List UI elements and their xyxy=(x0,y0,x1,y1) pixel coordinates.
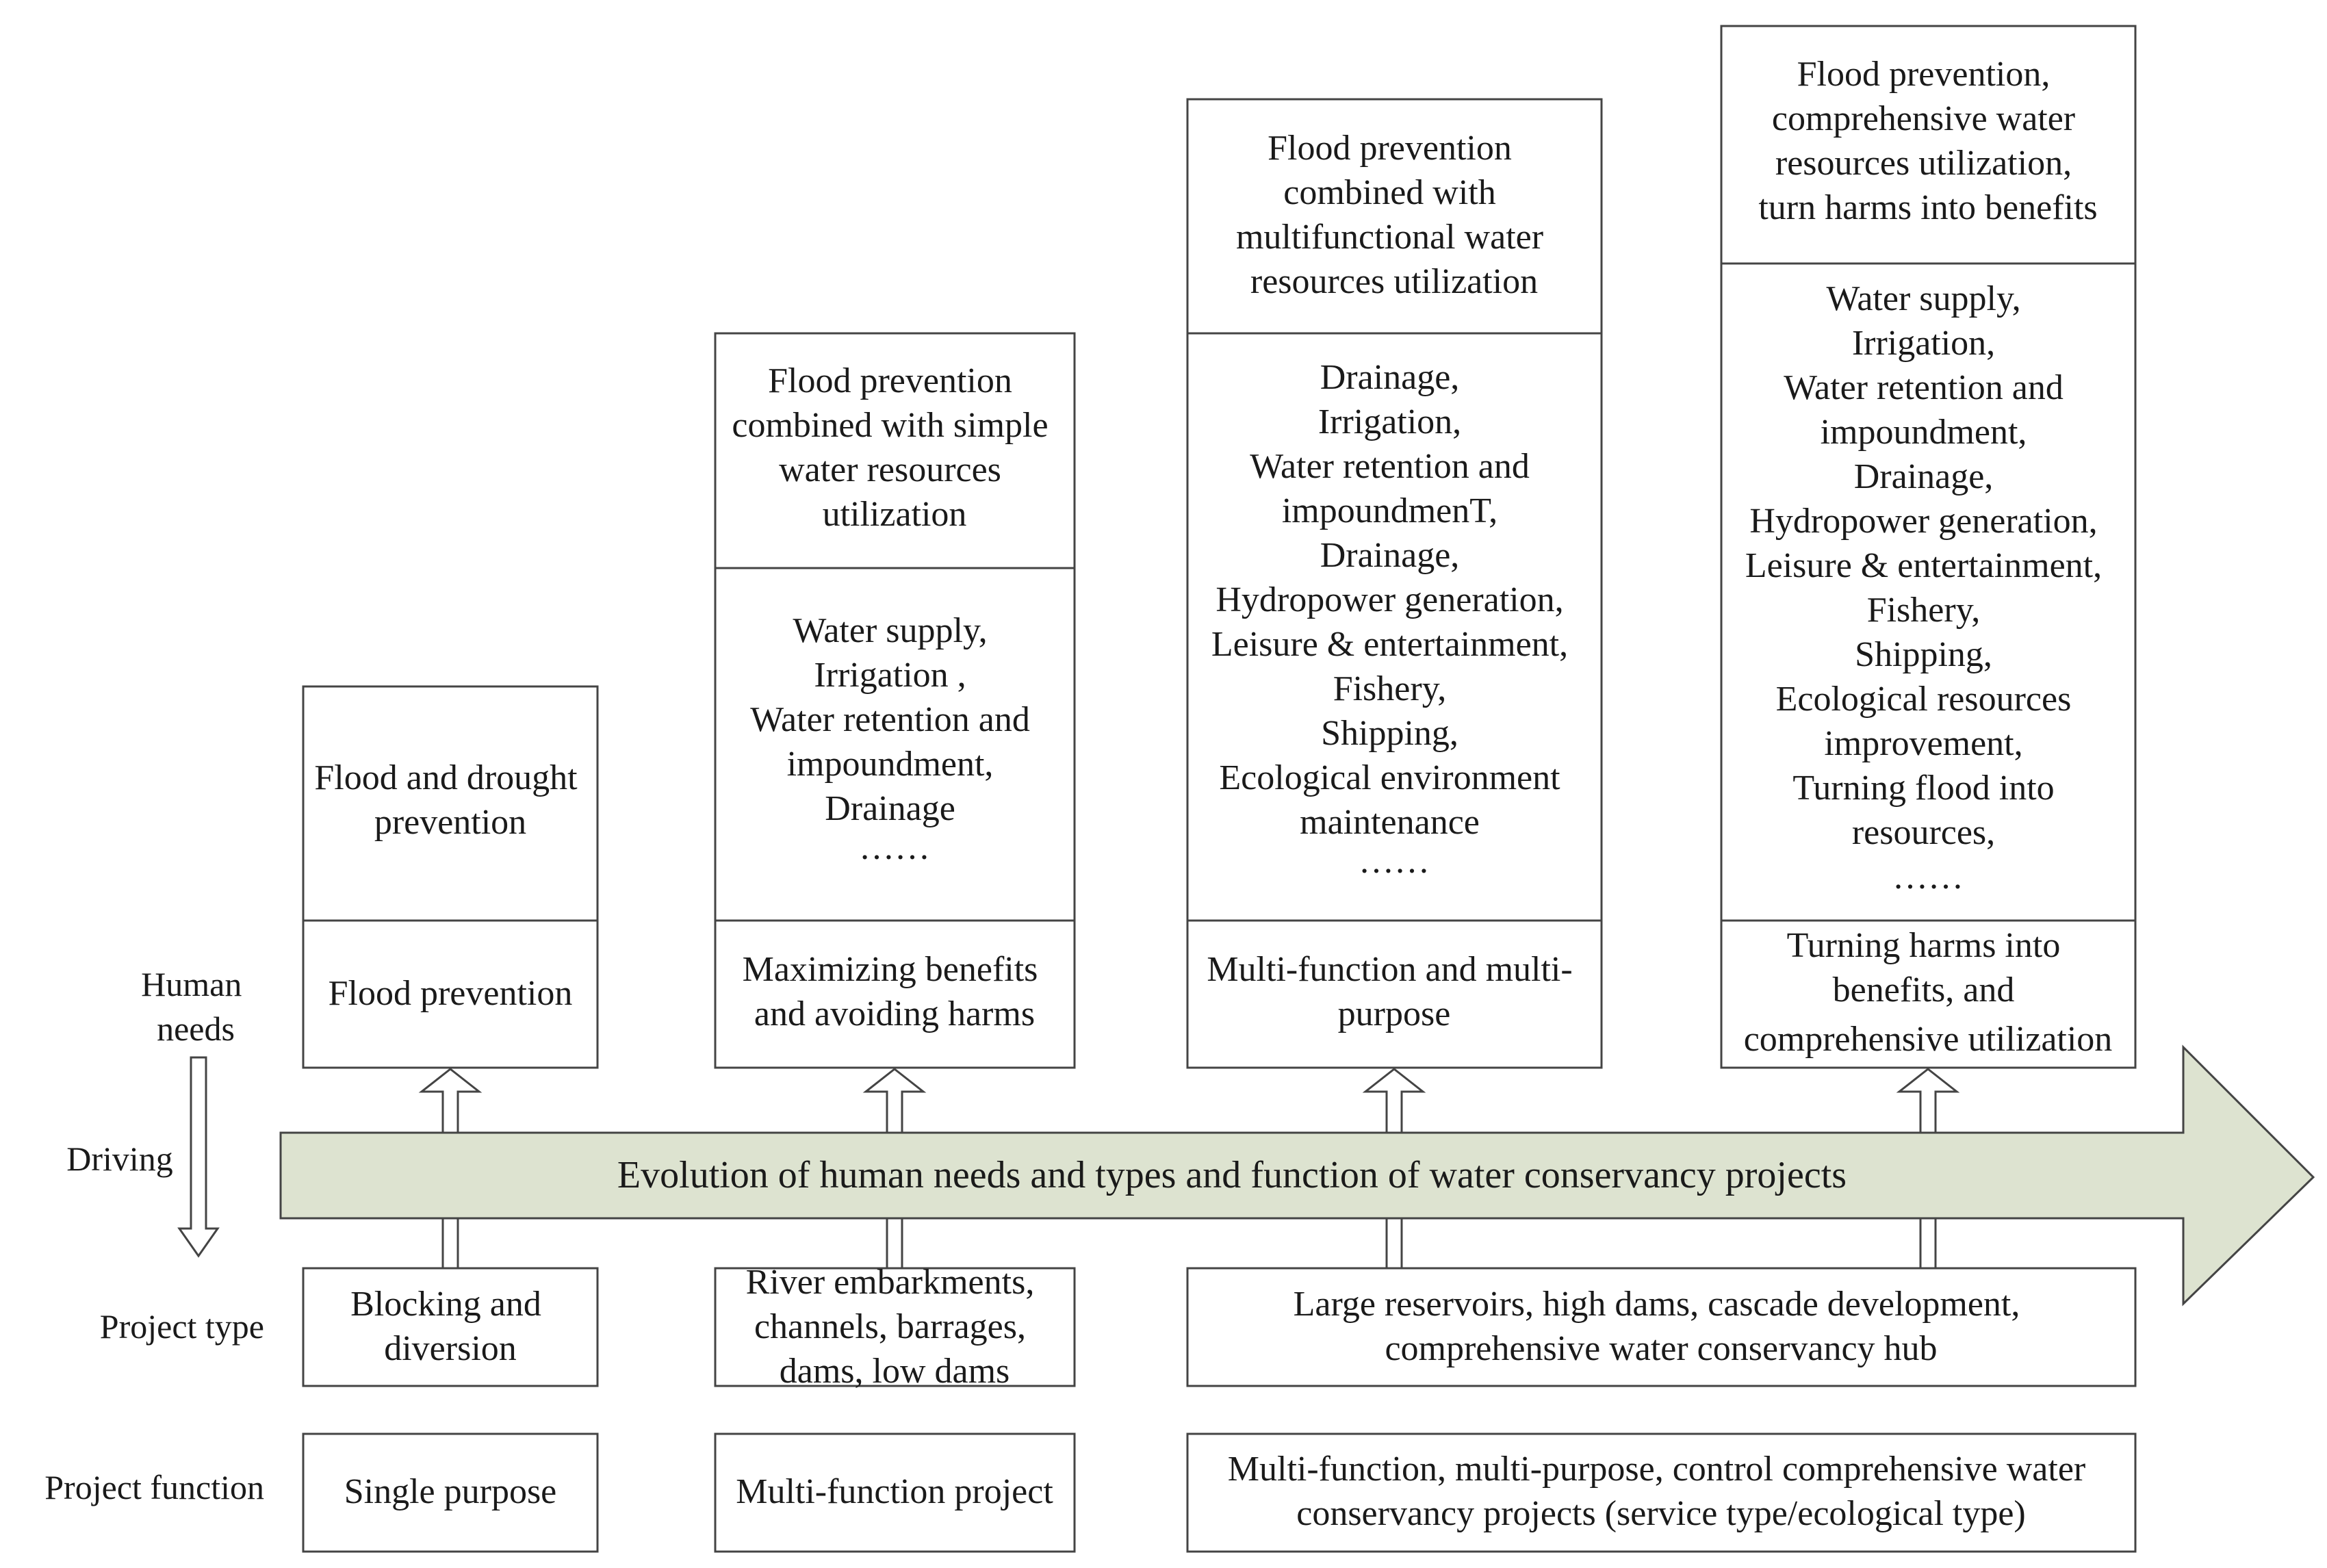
stage-2-connector xyxy=(886,1217,903,1270)
evolution-arrow xyxy=(279,1044,2315,1307)
stage-4-needs-top: Flood prevention, comprehensive water re… xyxy=(1758,55,2097,227)
stage-2-needs-top: Flood prevention combined with simple wa… xyxy=(732,361,1057,534)
stage-1-needs-box xyxy=(302,685,599,1069)
driving-down-arrow xyxy=(177,1056,220,1258)
stage-1-needs-bottom: Flood prevention xyxy=(329,974,573,1013)
stage-3-4-project-type: Large reservoirs, high dams, cascade dev… xyxy=(1294,1285,2029,1368)
stage-2-type-box xyxy=(714,1267,1076,1387)
stage-2-project-function: Multi-function project xyxy=(736,1472,1053,1511)
evolution-arrow-label: Evolution of human needs and types and f… xyxy=(617,1154,1847,1196)
stage-4-connector xyxy=(1919,1217,1937,1270)
stage-1-project-type: Blocking and diversion xyxy=(350,1285,550,1368)
stage-3-4-function-box xyxy=(1186,1432,2137,1553)
stage-1-needs-top: Flood and drought prevention xyxy=(314,758,586,842)
stage-3-needs-uses: Drainage, Irrigation, Water retention an… xyxy=(1211,358,1577,881)
stage-3-connector xyxy=(1385,1217,1403,1270)
stage-3-4-project-function: Multi-function, multi-purpose, control c… xyxy=(1228,1450,2094,1533)
stage-4-needs-box xyxy=(1720,25,2137,1069)
stage-3-up-arrow xyxy=(1362,1068,1426,1134)
stage-3-4-type-box xyxy=(1186,1267,2137,1387)
stage-2-needs-bottom: Maximizing benefits and avoiding harms xyxy=(743,950,1047,1033)
stage-4-needs-uses: Water supply, Irrigation, Water retentio… xyxy=(1745,279,2111,897)
stage-3-needs-box xyxy=(1186,98,1603,1069)
stage-4-needs-bottom: Turning harms into benefits, and compreh… xyxy=(1744,926,2113,1059)
stage-1-up-arrow xyxy=(418,1068,483,1134)
stage-1-project-function: Single purpose xyxy=(344,1472,557,1511)
stage-1: Flood and drought prevention Flood preve… xyxy=(302,685,599,1553)
stage-4-up-arrow xyxy=(1896,1068,1960,1134)
stage-2-up-arrow xyxy=(862,1068,927,1134)
human-needs-label: Human needs xyxy=(141,965,250,1048)
stage-1-connector xyxy=(441,1217,459,1270)
driving-label: Driving xyxy=(66,1140,173,1178)
stage-3-needs-top: Flood prevention combined with multifunc… xyxy=(1236,129,1552,301)
stage-4: Flood prevention, comprehensive water re… xyxy=(1720,25,2137,1270)
stage-2-needs-box xyxy=(714,332,1076,1069)
stage-2-needs-uses: Water supply, Irrigation , Water retenti… xyxy=(750,611,1039,867)
stage-3: Flood prevention combined with multifunc… xyxy=(1186,98,1603,1270)
project-type-label: Project type xyxy=(100,1307,264,1346)
stage-2-project-type: River embarkments, channels, barrages, d… xyxy=(746,1263,1044,1391)
stage-1-function-box xyxy=(302,1432,599,1553)
stage-2: Flood prevention combined with simple wa… xyxy=(714,332,1076,1553)
stage-1-type-box xyxy=(302,1267,599,1387)
project-function-label: Project function xyxy=(44,1468,264,1506)
stage-2-function-box xyxy=(714,1432,1076,1553)
stage-3-needs-bottom: Multi-function and multi- purpose xyxy=(1207,950,1581,1033)
